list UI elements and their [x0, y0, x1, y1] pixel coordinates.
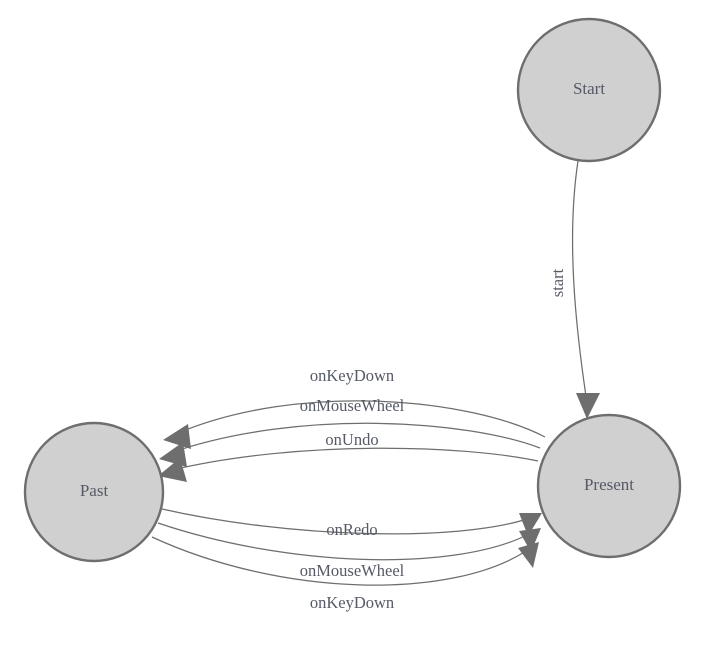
- edge-past-to-present-onmousewheel[interactable]: onMouseWheel: [157, 522, 541, 580]
- arrowhead-icon: [519, 513, 542, 536]
- edge-label-onundo: onUndo: [325, 430, 378, 449]
- edge-label-onmousewheel-lower: onMouseWheel: [300, 561, 405, 580]
- node-label-start: Start: [573, 79, 605, 98]
- arrowhead-icon: [158, 458, 187, 482]
- edge-present-to-past-onmousewheel[interactable]: onMouseWheel: [159, 396, 541, 467]
- edge-past-to-present-onredo[interactable]: onRedo: [161, 508, 542, 539]
- edge-line: [177, 400, 546, 438]
- node-circle: [23, 421, 165, 563]
- edge-label-start: start: [548, 268, 567, 297]
- node-present[interactable]: Present: [536, 413, 682, 559]
- edge-line: [157, 522, 528, 561]
- arrowhead-icon: [576, 393, 600, 419]
- edge-label-onkeydown-lower: onKeyDown: [310, 593, 394, 612]
- node-circle: [536, 413, 682, 559]
- edge-line: [571, 160, 588, 404]
- edge-label-onredo: onRedo: [326, 520, 377, 539]
- node-label-past: Past: [80, 481, 109, 500]
- edge-line: [151, 536, 527, 586]
- node-label-present: Present: [584, 475, 634, 494]
- arrowhead-icon: [159, 442, 187, 467]
- edge-past-to-present-onkeydown[interactable]: onKeyDown: [151, 536, 539, 612]
- edges-layer: start onKeyDown onMouseWheel onUndo: [151, 160, 600, 612]
- edge-label-onkeydown-upper: onKeyDown: [310, 366, 394, 385]
- nodes-layer: Start Past Present: [23, 17, 682, 563]
- edge-present-to-past-onkeydown[interactable]: onKeyDown: [163, 366, 546, 449]
- arrowhead-icon: [518, 542, 539, 568]
- node-start[interactable]: Start: [516, 17, 662, 163]
- edge-label-onmousewheel-upper: onMouseWheel: [300, 396, 405, 415]
- arrowhead-icon: [163, 424, 191, 449]
- edge-line: [161, 508, 528, 535]
- node-past[interactable]: Past: [23, 421, 165, 563]
- edge-present-to-past-onundo[interactable]: onUndo: [158, 430, 539, 482]
- edge-start-to-present[interactable]: start: [548, 160, 600, 419]
- edge-line: [172, 422, 541, 453]
- arrowhead-icon: [519, 528, 541, 552]
- edge-line: [171, 447, 539, 471]
- node-circle: [516, 17, 662, 163]
